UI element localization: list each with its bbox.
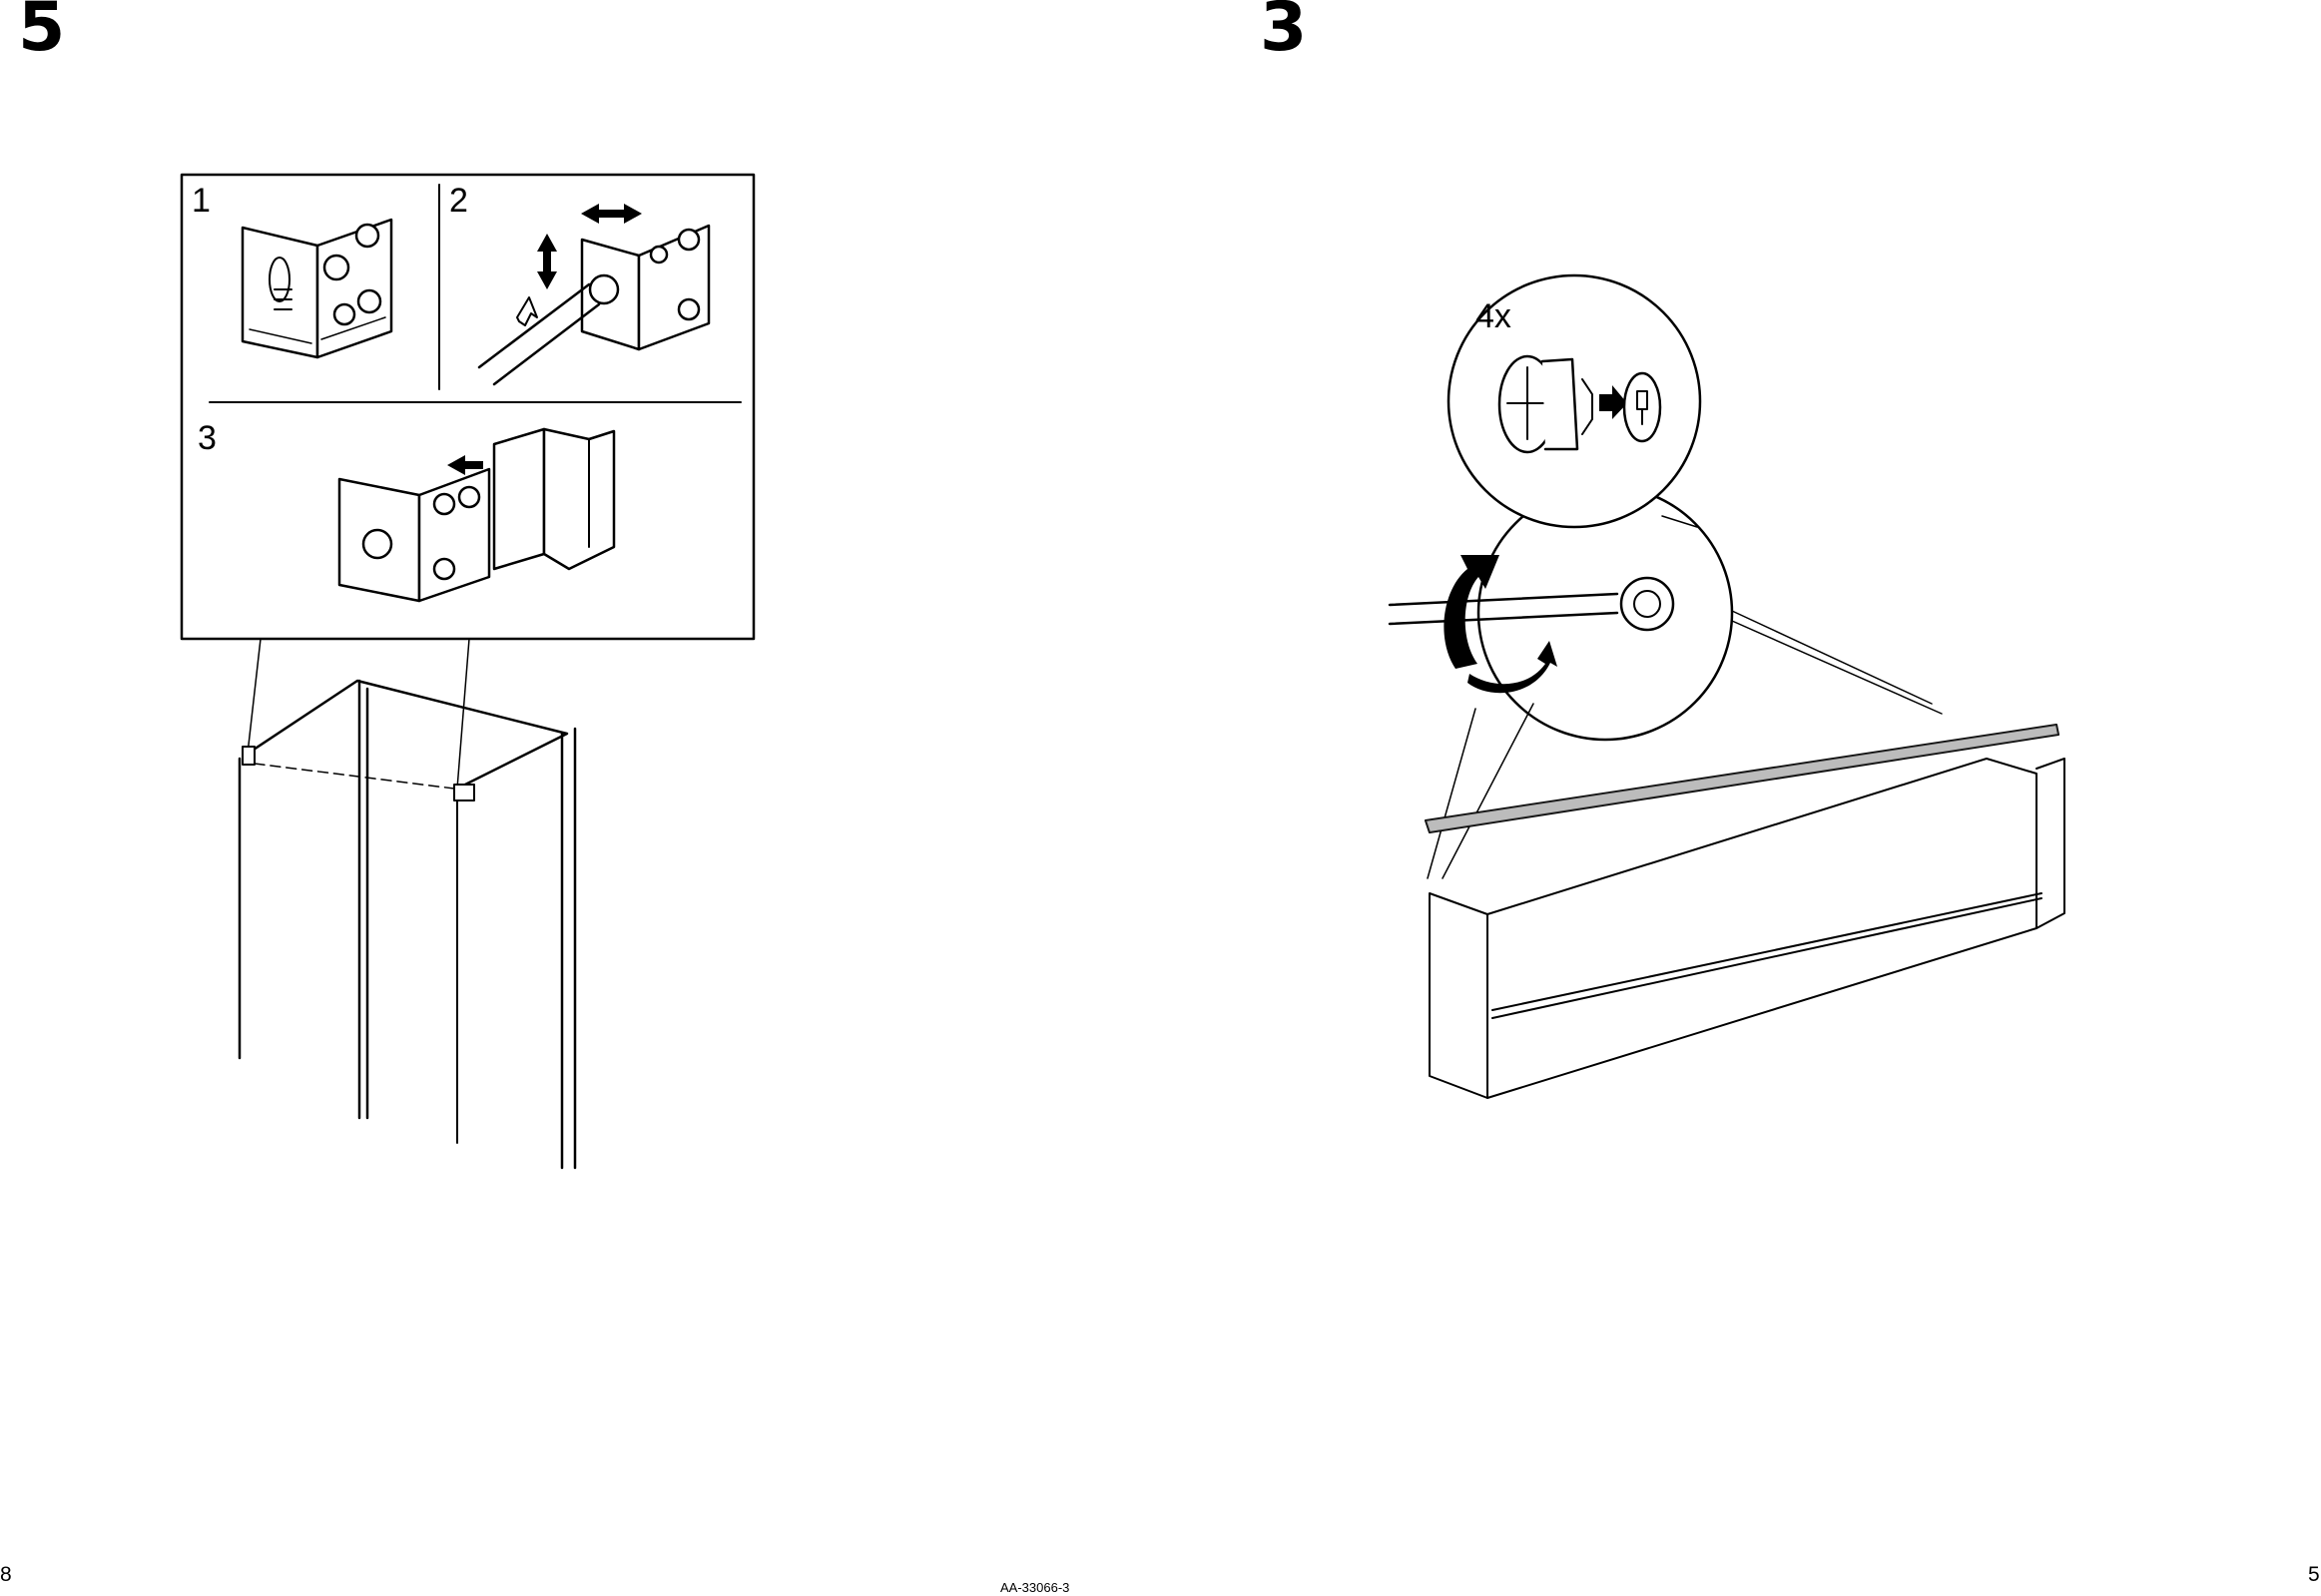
right-illustration: 4x	[0, 0, 2321, 1248]
document-code: AA-33066-3	[1000, 1581, 1069, 1594]
page-number-right: 5	[2308, 1564, 2320, 1585]
quantity-label: 4x	[1475, 297, 1511, 335]
page-number-left: 8	[0, 1564, 12, 1585]
wall-cabinet-illustration	[1426, 725, 2064, 1098]
